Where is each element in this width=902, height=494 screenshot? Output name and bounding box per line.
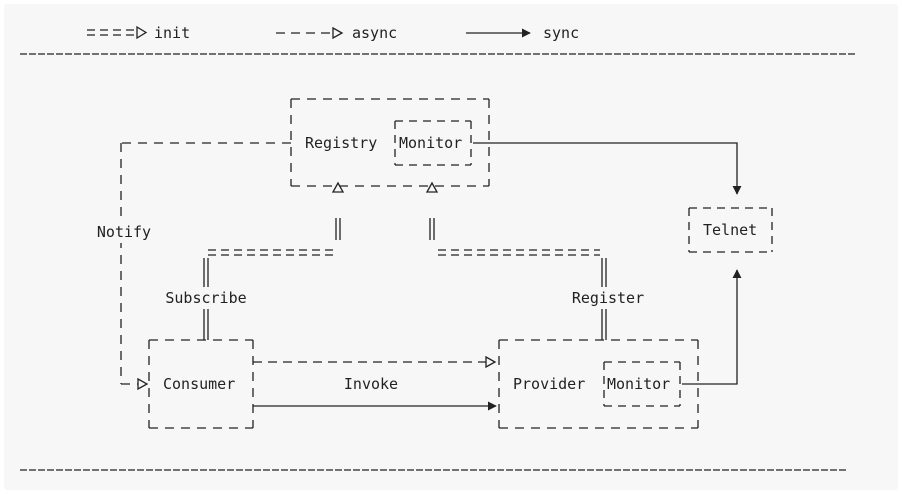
provider-telnet-edge (682, 269, 742, 385)
legend-init-symbol (87, 25, 148, 40)
registry-subscribe-port (331, 181, 345, 193)
diagram-canvas (4, 4, 898, 490)
legend-sync-label: sync (543, 24, 580, 42)
consumer-label: Consumer (163, 375, 236, 393)
provider-monitor-label: Monitor (607, 375, 671, 393)
registry-register-port (425, 181, 439, 193)
consumer-box (148, 339, 254, 429)
invoke-async-arrowhead (485, 355, 497, 369)
legend-init-label: init (154, 24, 191, 42)
registry-monitor-box (394, 120, 472, 166)
register-label: Register (571, 287, 645, 309)
legend-async-symbol (276, 26, 344, 40)
telnet-label: Telnet (703, 221, 758, 239)
registry-monitor-label: Monitor (399, 134, 463, 152)
telnet-box (688, 207, 773, 253)
subscribe-label: Subscribe (165, 287, 247, 309)
invoke-label: Invoke (343, 375, 399, 393)
provider-label: Provider (513, 375, 586, 393)
notify-arrowhead (137, 377, 149, 391)
registry-telnet-edge (473, 142, 742, 195)
legend-async-label: async (352, 24, 398, 42)
registry-box (290, 98, 490, 187)
subscribe-edge (203, 218, 341, 340)
notify-label: Notify (96, 221, 152, 243)
registry-label: Registry (305, 134, 378, 152)
notify-edge (120, 142, 291, 385)
register-edge (429, 218, 607, 340)
provider-box (498, 339, 699, 429)
provider-monitor-box (603, 361, 681, 407)
